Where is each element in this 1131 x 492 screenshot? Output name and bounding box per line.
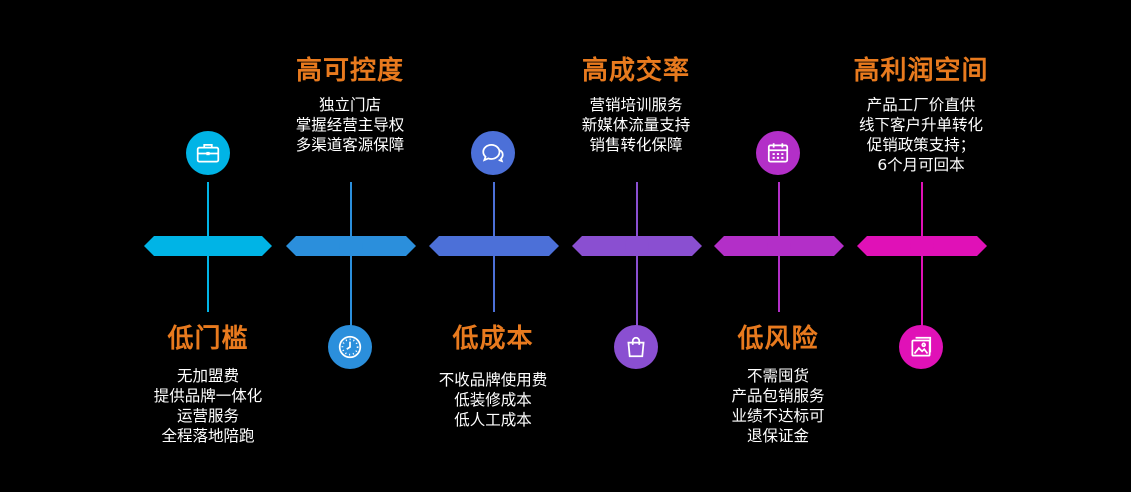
desc-line: 不需囤货 [746, 367, 809, 385]
desc-line: 业绩不达标可 [731, 407, 825, 425]
step-desc-low-cost: 不收品牌使用费 低装修成本 低人工成本 [393, 370, 593, 430]
stem-2 [350, 182, 352, 327]
stem-5 [778, 182, 780, 312]
step-title-low-threshold: 低门槛 [167, 324, 249, 354]
chat-bubbles-icon [471, 131, 515, 175]
desc-line: 掌握经营主导权 [295, 116, 405, 134]
stem-3 [493, 182, 495, 312]
step-desc-high-conversion: 营销培训服务 新媒体流量支持 销售转化保障 [536, 95, 736, 155]
step-title-high-conversion: 高成交率 [581, 56, 690, 86]
desc-line: 独立门店 [318, 96, 381, 114]
desc-line: 全程落地陪跑 [161, 427, 255, 445]
step-desc-high-profit: 产品工厂价直供 线下客户升单转化 促销政策支持； 6个月可回本 [821, 95, 1021, 175]
desc-line: 无加盟费 [176, 367, 239, 385]
desc-line: 退保证金 [746, 427, 809, 445]
desc-line: 销售转化保障 [589, 136, 683, 154]
step-title-high-control: 高可控度 [295, 56, 404, 86]
step-desc-high-control: 独立门店 掌握经营主导权 多渠道客源保障 [250, 95, 450, 155]
shopping-bag-icon [614, 325, 658, 369]
desc-line: 提供品牌一体化 [153, 387, 263, 405]
desc-line: 线下客户升单转化 [858, 116, 983, 134]
step-desc-low-risk: 不需囤货 产品包销服务 业绩不达标可 退保证金 [678, 366, 878, 446]
stem-1 [207, 182, 209, 312]
desc-line: 6个月可回本 [877, 156, 965, 174]
desc-line: 低装修成本 [454, 391, 532, 409]
clock-icon [328, 325, 372, 369]
picture-frame-icon [899, 325, 943, 369]
stem-6 [921, 182, 923, 327]
step-title-low-risk: 低风险 [737, 324, 819, 354]
step-title-low-cost: 低成本 [452, 324, 534, 354]
desc-line: 营销培训服务 [589, 96, 683, 114]
calendar-icon [756, 131, 800, 175]
desc-line: 运营服务 [176, 407, 239, 425]
step-desc-low-threshold: 无加盟费 提供品牌一体化 运营服务 全程落地陪跑 [108, 366, 308, 446]
briefcase-icon [186, 131, 230, 175]
stem-4 [636, 182, 638, 327]
desc-line: 多渠道客源保障 [295, 136, 405, 154]
desc-line: 产品工厂价直供 [866, 96, 976, 114]
desc-line: 新媒体流量支持 [581, 116, 691, 134]
desc-line: 促销政策支持； [866, 136, 976, 154]
desc-line: 低人工成本 [454, 411, 532, 429]
desc-line: 不收品牌使用费 [438, 371, 548, 389]
desc-line: 产品包销服务 [731, 387, 825, 405]
step-title-high-profit: 高利润空间 [853, 56, 989, 86]
